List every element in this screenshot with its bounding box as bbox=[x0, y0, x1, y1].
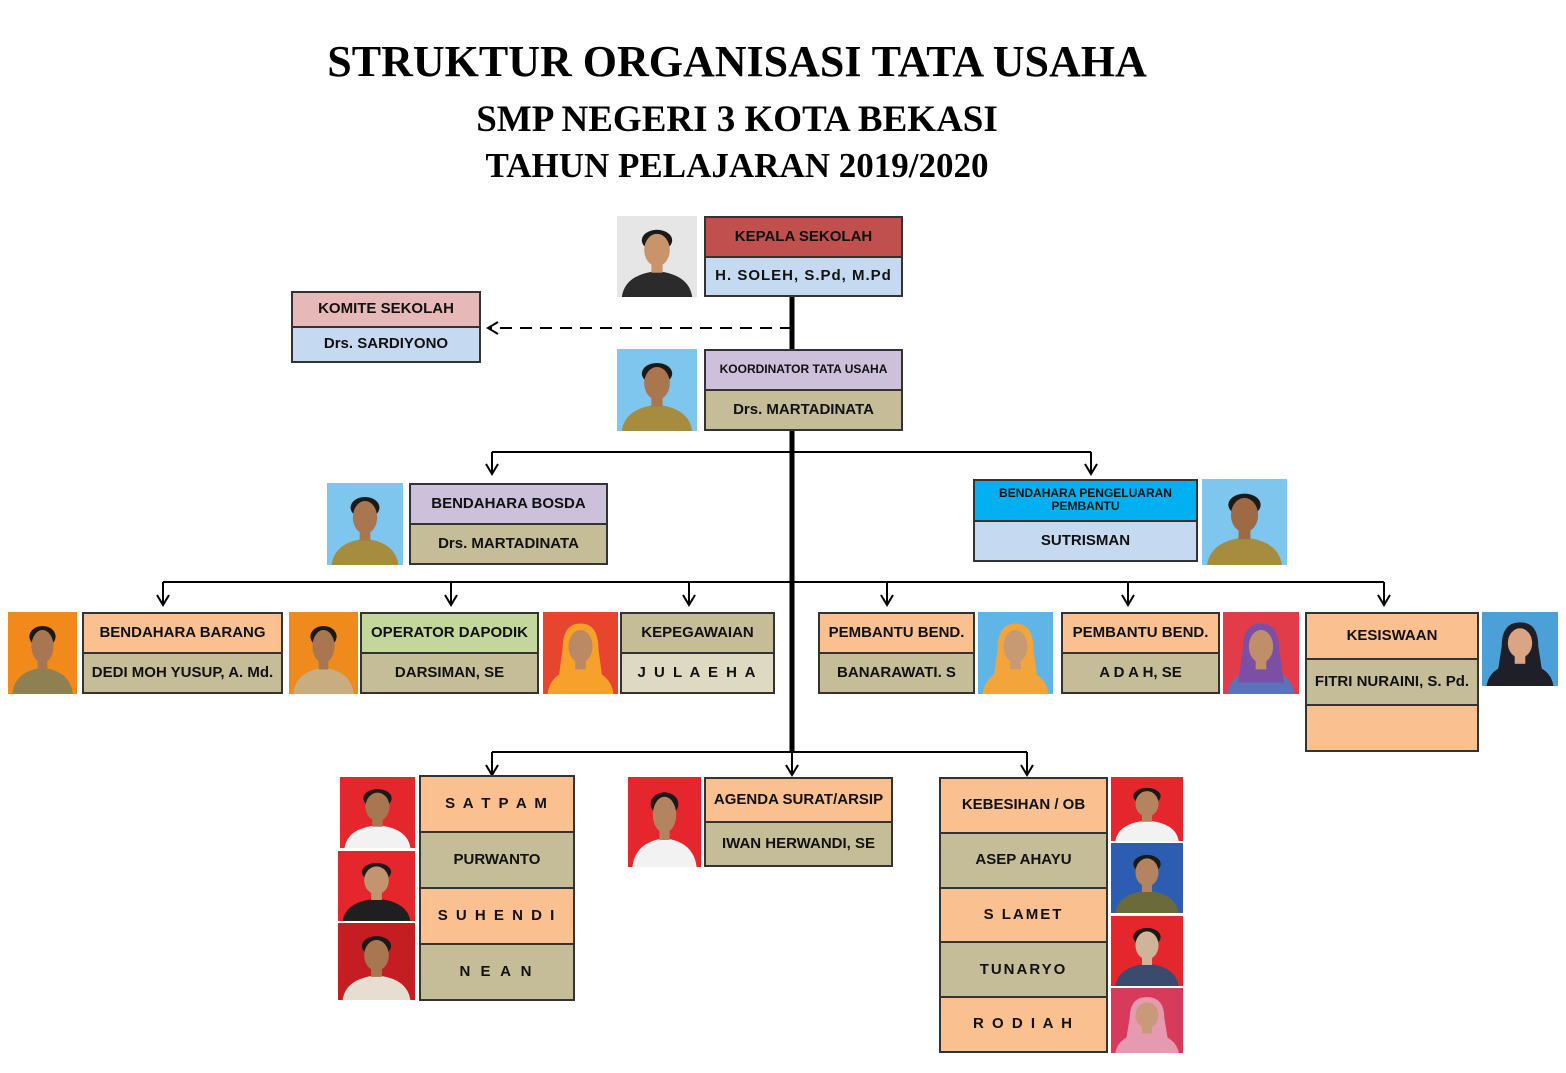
chart-title: STRUKTUR ORGANISASI TATA USAHA bbox=[327, 37, 1147, 86]
operator-dapodik-role: OPERATOR DAPODIK bbox=[362, 614, 537, 654]
kebersihan-role: KEBESIHAN / OB bbox=[941, 779, 1106, 834]
bendahara-bosda-role: BENDAHARA BOSDA bbox=[411, 485, 606, 525]
satpam-role: S A T P A M bbox=[421, 777, 573, 833]
pembantu-bend-2-name: A D A H, SE bbox=[1063, 654, 1218, 692]
bendahara-bosda-name: Drs. MARTADINATA bbox=[411, 525, 606, 563]
chart-subtitle-school: SMP NEGERI 3 KOTA BEKASI bbox=[476, 99, 998, 140]
pembantu-bend-2-role: PEMBANTU BEND. bbox=[1063, 614, 1218, 654]
agenda-surat-role: AGENDA SURAT/ARSIP bbox=[706, 779, 891, 823]
kesiswaan-box: KESISWAAN FITRI NURAINI, S. Pd. bbox=[1305, 612, 1479, 752]
bendahara-bosda-photo bbox=[327, 483, 403, 565]
operator-dapodik-photo bbox=[289, 612, 358, 694]
kesiswaan-role: KESISWAAN bbox=[1307, 614, 1477, 660]
komite-sekolah-box: KOMITE SEKOLAH Drs. SARDIYONO bbox=[291, 291, 481, 363]
kebersihan-photo-1 bbox=[1111, 777, 1183, 841]
satpam-name-1: PURWANTO bbox=[421, 833, 573, 889]
bendahara-barang-name: DEDI MOH YUSUP, A. Md. bbox=[84, 654, 281, 692]
kepala-sekolah-photo bbox=[617, 216, 697, 297]
kesiswaan-name: FITRI NURAINI, S. Pd. bbox=[1307, 660, 1477, 706]
pembantu-bend-1-photo bbox=[978, 612, 1053, 694]
operator-dapodik-box: OPERATOR DAPODIK DARSIMAN, SE bbox=[360, 612, 539, 694]
pembantu-bend-2-box: PEMBANTU BEND. A D A H, SE bbox=[1061, 612, 1220, 694]
kebersihan-photo-4 bbox=[1111, 988, 1183, 1053]
kepegawaian-photo bbox=[543, 612, 618, 694]
kepegawaian-name: J U L A E H A bbox=[622, 654, 773, 692]
kepegawaian-role: KEPEGAWAIAN bbox=[622, 614, 773, 654]
satpam-name-3: N E A N bbox=[421, 945, 573, 999]
kesiswaan-photo bbox=[1482, 612, 1558, 686]
bendahara-pengeluaran-name: SUTRISMAN bbox=[975, 521, 1196, 560]
kebersihan-name-4: R O D I A H bbox=[941, 998, 1106, 1051]
bendahara-bosda-box: BENDAHARA BOSDA Drs. MARTADINATA bbox=[409, 483, 608, 565]
chart-subtitle-year: TAHUN PELAJARAN 2019/2020 bbox=[485, 146, 989, 185]
koordinator-name: Drs. MARTADINATA bbox=[706, 391, 901, 429]
pembantu-bend-2-photo bbox=[1223, 612, 1299, 694]
pembantu-bend-1-role: PEMBANTU BEND. bbox=[820, 614, 973, 654]
satpam-photo-1 bbox=[340, 777, 415, 848]
kebersihan-photo-2 bbox=[1111, 843, 1183, 913]
bendahara-barang-role: BENDAHARA BARANG bbox=[84, 614, 281, 654]
koordinator-box: KOORDINATOR TATA USAHA Drs. MARTADINATA bbox=[704, 349, 903, 431]
satpam-photo-3 bbox=[338, 923, 415, 1000]
agenda-surat-photo bbox=[628, 777, 701, 867]
kebersihan-name-1: ASEP AHAYU bbox=[941, 833, 1106, 889]
komite-sekolah-role: KOMITE SEKOLAH bbox=[293, 293, 479, 328]
bendahara-barang-photo bbox=[8, 612, 77, 694]
kebersihan-box: KEBESIHAN / OB ASEP AHAYU S LAMET TUNARY… bbox=[939, 777, 1108, 1053]
pembantu-bend-1-name: BANARAWATI. S bbox=[820, 654, 973, 692]
bendahara-barang-box: BENDAHARA BARANG DEDI MOH YUSUP, A. Md. bbox=[82, 612, 283, 694]
satpam-box: S A T P A M PURWANTO S U H E N D I N E A… bbox=[419, 775, 575, 1001]
komite-sekolah-name: Drs. SARDIYONO bbox=[293, 328, 479, 361]
kebersihan-photo-3 bbox=[1111, 916, 1183, 986]
kebersihan-name-3: TUNARYO bbox=[941, 943, 1106, 999]
agenda-surat-box: AGENDA SURAT/ARSIP IWAN HERWANDI, SE bbox=[704, 777, 893, 867]
agenda-surat-name: IWAN HERWANDI, SE bbox=[706, 823, 891, 865]
kepegawaian-box: KEPEGAWAIAN J U L A E H A bbox=[620, 612, 775, 694]
bendahara-pengeluaran-role: BENDAHARA PENGELUARAN PEMBANTU bbox=[975, 481, 1196, 522]
satpam-name-2: S U H E N D I bbox=[421, 889, 573, 945]
bendahara-pengeluaran-box: BENDAHARA PENGELUARAN PEMBANTU SUTRISMAN bbox=[973, 479, 1198, 562]
koordinator-photo bbox=[617, 349, 697, 431]
kepala-sekolah-role: KEPALA SEKOLAH bbox=[706, 218, 901, 258]
kepala-sekolah-name: H. SOLEH, S.Pd, M.Pd bbox=[706, 257, 901, 295]
kebersihan-name-2: S LAMET bbox=[941, 888, 1106, 944]
bendahara-pengeluaran-photo bbox=[1202, 479, 1287, 565]
kesiswaan-empty-cell bbox=[1307, 706, 1477, 750]
operator-dapodik-name: DARSIMAN, SE bbox=[362, 654, 537, 692]
koordinator-role: KOORDINATOR TATA USAHA bbox=[706, 351, 901, 391]
kepala-sekolah-box: KEPALA SEKOLAH H. SOLEH, S.Pd, M.Pd bbox=[704, 216, 903, 297]
satpam-photo-2 bbox=[338, 851, 415, 921]
pembantu-bend-1-box: PEMBANTU BEND. BANARAWATI. S bbox=[818, 612, 975, 694]
